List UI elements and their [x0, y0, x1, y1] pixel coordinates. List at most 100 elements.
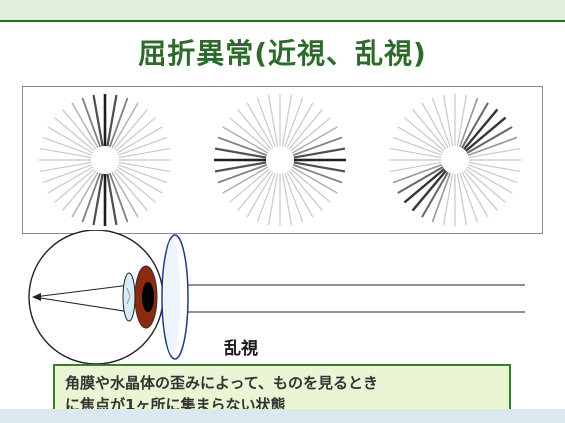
chart-spoke	[397, 126, 444, 154]
chart-spoke	[442, 173, 454, 226]
chart-spoke	[397, 166, 444, 194]
chart-spoke	[42, 164, 93, 184]
chart-spoke	[281, 173, 293, 226]
chart-spoke	[47, 166, 94, 194]
chart-spoke	[421, 171, 449, 218]
chart-spoke	[392, 164, 443, 184]
astigmatism-label: 乱視	[224, 339, 258, 359]
chart-spoke	[62, 109, 97, 150]
chart-spoke	[284, 172, 304, 223]
chart-spoke	[291, 126, 338, 154]
chart-spoke	[42, 136, 93, 156]
chart-spoke	[71, 171, 99, 218]
chart-spoke	[256, 97, 276, 148]
chart-spoke	[284, 97, 304, 148]
chart-spoke	[214, 161, 267, 173]
chart-spoke	[456, 173, 468, 226]
chart-spoke	[411, 169, 447, 212]
chart-spoke	[403, 168, 446, 204]
chart-spoke	[217, 163, 268, 184]
chart-spoke	[108, 172, 129, 223]
cornea-lens-shade	[164, 239, 180, 355]
chart-spoke	[222, 166, 269, 194]
description-line-1: 角膜や水晶体の歪みによって、ものを見るとき	[65, 374, 379, 392]
chart-spoke	[431, 97, 451, 148]
chart-spoke	[106, 173, 118, 226]
chart-spoke	[39, 161, 92, 173]
chart-spoke	[256, 172, 276, 223]
chart-spoke	[116, 126, 163, 154]
chart-spoke	[459, 97, 479, 148]
top-decor-line	[0, 20, 565, 22]
astigmatism-charts	[39, 94, 521, 226]
chart-horizontal-dark	[214, 94, 346, 226]
converging-ray-top	[33, 284, 131, 298]
chart-spoke	[288, 170, 323, 211]
chart-spoke	[267, 173, 279, 226]
chart-spoke	[461, 171, 489, 218]
chart-spoke	[111, 102, 139, 149]
chart-spoke	[267, 94, 279, 147]
chart-spoke	[463, 108, 499, 151]
lens-highlight	[126, 287, 131, 305]
description-box: 角膜や水晶体の歪みによって、ものを見るとき に焦点が1ヶ所に集まらない状態	[53, 364, 511, 414]
chart-spoke	[217, 136, 268, 157]
chart-spoke	[290, 168, 331, 203]
chart-spoke	[81, 97, 102, 148]
eye-diagram	[28, 230, 525, 365]
chart-spoke	[229, 117, 270, 152]
converging-ray-bottom	[33, 296, 131, 313]
chart-spoke	[404, 117, 445, 152]
chart-spoke	[412, 109, 447, 150]
chart-spoke	[293, 147, 346, 159]
chart-spoke	[456, 94, 468, 147]
chart-spoke	[465, 168, 506, 203]
chart-spoke	[292, 163, 343, 184]
chart-spoke	[71, 102, 99, 149]
chart-spoke	[467, 164, 518, 184]
chart-spoke	[108, 97, 129, 148]
astigmatism-chart-panel	[22, 86, 543, 234]
chart-spoke	[286, 171, 314, 218]
chart-spoke	[286, 102, 314, 149]
chart-spoke	[116, 166, 163, 194]
chart-vertical-dark	[39, 94, 171, 226]
chart-spoke	[292, 136, 343, 157]
chart-spoke	[54, 168, 95, 203]
chart-spoke	[115, 168, 156, 203]
chart-spoke	[467, 136, 518, 156]
bottom-decor-bar	[0, 409, 565, 423]
chart-spoke	[106, 94, 118, 147]
page-title: 屈折異常(近視、乱視)	[138, 37, 427, 70]
chart-spoke	[47, 126, 94, 154]
chart-spoke	[118, 161, 171, 173]
chart-spoke	[293, 161, 346, 173]
chart-spoke	[113, 170, 148, 211]
chart-spoke	[237, 109, 272, 150]
chart-spoke	[214, 147, 267, 159]
chart-spoke	[111, 171, 139, 218]
chart-spoke	[92, 94, 104, 147]
chart-spoke	[62, 170, 97, 211]
chart-spoke	[389, 161, 442, 173]
chart-spoke	[237, 170, 272, 211]
crystalline-lens	[122, 272, 136, 322]
chart-spoke	[468, 161, 521, 173]
chart-spoke	[117, 136, 168, 156]
chart-spoke	[290, 117, 331, 152]
chart-spoke	[421, 102, 449, 149]
chart-spoke	[229, 168, 270, 203]
chart-spoke	[389, 147, 442, 159]
chart-spoke	[288, 109, 323, 150]
chart-spoke	[466, 166, 513, 194]
chart-spoke	[117, 164, 168, 184]
chart-spoke	[115, 117, 156, 152]
chart-spoke	[113, 109, 148, 150]
chart-spoke	[118, 147, 171, 159]
chart-spoke	[392, 136, 443, 156]
chart-spoke	[246, 102, 274, 149]
chart-spoke	[54, 117, 95, 152]
chart-spoke	[442, 94, 454, 147]
chart-spoke	[461, 102, 489, 149]
chart-spoke	[464, 116, 507, 152]
